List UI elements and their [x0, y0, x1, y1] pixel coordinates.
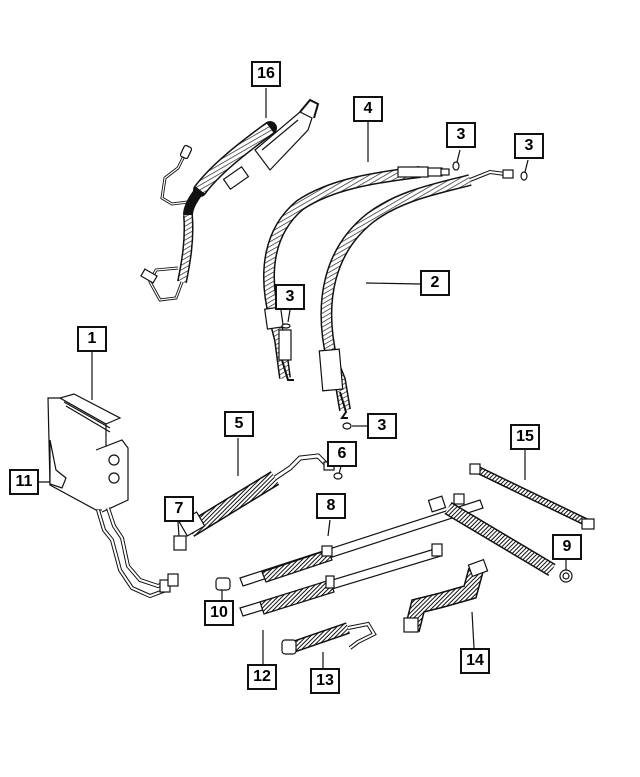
- callout-6: 6: [327, 441, 357, 467]
- part-9-clamp: [559, 569, 573, 583]
- part-hose-lower-right: [444, 501, 556, 577]
- part-14-hose: [403, 558, 489, 633]
- callout-3-top: 3: [446, 122, 476, 148]
- callout-3-lower: 3: [367, 413, 397, 439]
- part-12-tube: [239, 543, 443, 617]
- callout-15: 15: [510, 424, 540, 450]
- part-5-hose: [178, 453, 343, 537]
- part-16-line-assembly: [140, 98, 320, 302]
- callout-12: 12: [247, 664, 277, 690]
- callout-7: 7: [164, 496, 194, 522]
- callout-13: 13: [310, 668, 340, 694]
- callout-3-right: 3: [514, 133, 544, 159]
- callout-4: 4: [353, 96, 383, 122]
- callout-3-mid: 3: [275, 284, 305, 310]
- part-4-hose: [263, 166, 450, 381]
- callout-5: 5: [224, 411, 254, 437]
- callout-9: 9: [552, 534, 582, 560]
- callout-14: 14: [460, 648, 490, 674]
- part-10-clamp: [215, 577, 231, 591]
- part-1-oil-cooler: [47, 393, 179, 599]
- part-2-hose: [318, 169, 514, 419]
- callout-11: 11: [9, 469, 39, 495]
- callout-10: 10: [204, 600, 234, 626]
- part-8-tube: [239, 493, 484, 587]
- part-3-orings: [281, 161, 528, 430]
- part-13-hose: [281, 621, 377, 655]
- callout-16: 16: [251, 61, 281, 87]
- leader-lines: [37, 88, 567, 668]
- callout-1: 1: [77, 326, 107, 352]
- callout-2: 2: [420, 270, 450, 296]
- callout-8: 8: [316, 493, 346, 519]
- part-7-clamp: [173, 535, 187, 551]
- part-15-hose: [469, 463, 595, 530]
